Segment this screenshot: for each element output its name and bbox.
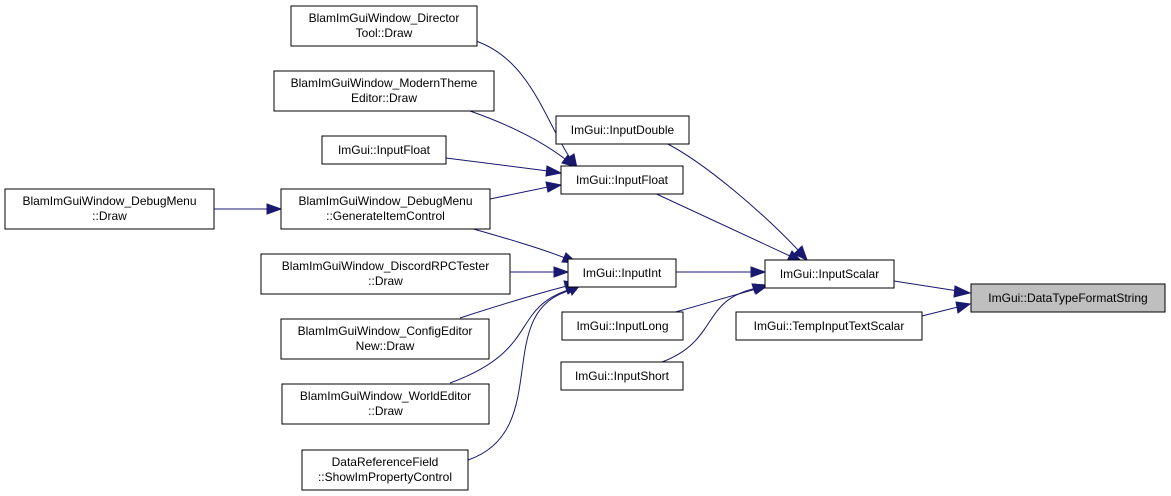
- node-debugmenu-generate-item-control[interactable]: BlamImGuiWindow_DebugMenu ::GenerateItem…: [280, 188, 491, 230]
- node-label: ImGui::InputFloat: [576, 173, 669, 187]
- node-label: BlamImGuiWindow_DiscordRPCTester: [282, 259, 489, 273]
- edge-input-float-to-input-scalar: [649, 190, 804, 263]
- node-label: BlamImGuiWindow_DebugMenu: [22, 194, 196, 208]
- edge-generate-item-control-to-input-float: [489, 181, 563, 200]
- node-label: ::GenerateItemControl: [326, 209, 445, 223]
- node-discord-rpc-tester-draw[interactable]: BlamImGuiWindow_DiscordRPCTester ::Draw: [260, 253, 511, 295]
- node-label: ImGui::InputInt: [583, 266, 662, 280]
- node-label: ::Draw: [92, 209, 127, 223]
- node-world-editor-draw[interactable]: BlamImGuiWindow_WorldEditor ::Draw: [281, 383, 490, 425]
- node-label: ImGui::InputShort: [575, 369, 670, 383]
- node-label: ::Draw: [368, 404, 403, 418]
- edge-input-short-to-input-scalar: [661, 283, 769, 363]
- edge-discord-rpc-tester-to-input-int: [510, 266, 570, 278]
- node-input-float-left[interactable]: ImGui::InputFloat: [321, 135, 447, 165]
- edge-temp-input-text-scalar-to-root: [921, 301, 972, 317]
- node-label: ImGui::InputLong: [576, 319, 668, 333]
- node-modern-theme-editor-draw[interactable]: BlamImGuiWindow_ModernTheme Editor::Draw: [273, 70, 495, 112]
- edge-input-double-to-input-scalar: [661, 140, 808, 261]
- edge-modern-theme-to-input-float: [469, 110, 579, 168]
- node-input-short[interactable]: ImGui::InputShort: [560, 361, 684, 391]
- node-input-float[interactable]: ImGui::InputFloat: [560, 165, 684, 195]
- node-label: BlamImGuiWindow_Director: [309, 11, 460, 25]
- node-label: BlamImGuiWindow_DebugMenu: [298, 194, 472, 208]
- edge-input-float-left-to-input-float: [445, 157, 563, 177]
- node-label: Tool::Draw: [356, 26, 413, 40]
- edge-input-scalar-to-root: [893, 280, 972, 298]
- node-label: ImGui::InputFloat: [338, 143, 431, 157]
- node-temp-input-text-scalar[interactable]: ImGui::TempInputTextScalar: [735, 311, 923, 341]
- node-label: New::Draw: [356, 339, 415, 353]
- edge-input-int-to-input-scalar: [676, 266, 767, 278]
- node-input-long[interactable]: ImGui::InputLong: [561, 311, 684, 341]
- node-input-int[interactable]: ImGui::InputInt: [567, 258, 677, 288]
- edge-debugmenu-draw-to-generate-item-control: [214, 203, 283, 215]
- node-label: ImGui::InputScalar: [780, 267, 879, 281]
- node-label: ImGui::DataTypeFormatString: [988, 291, 1147, 305]
- node-label: ImGui::InputDouble: [571, 123, 675, 137]
- node-label: ::Draw: [368, 274, 403, 288]
- node-director-tool-draw[interactable]: BlamImGuiWindow_Director Tool::Draw: [290, 5, 478, 47]
- node-debugmenu-draw[interactable]: BlamImGuiWindow_DebugMenu ::Draw: [4, 188, 215, 230]
- node-label: BlamImGuiWindow_WorldEditor: [300, 389, 471, 403]
- node-input-scalar[interactable]: ImGui::InputScalar: [764, 259, 895, 289]
- node-label: ImGui::TempInputTextScalar: [754, 319, 905, 333]
- node-label: DataReferenceField: [332, 455, 439, 469]
- node-label: BlamImGuiWindow_ModernTheme: [291, 76, 478, 90]
- node-config-editor-new-draw[interactable]: BlamImGuiWindow_ConfigEditor New::Draw: [280, 318, 490, 360]
- node-data-reference-field-show[interactable]: DataReferenceField ::ShowImPropertyContr…: [301, 449, 469, 491]
- node-input-double[interactable]: ImGui::InputDouble: [555, 115, 690, 145]
- node-label: ::ShowImPropertyControl: [318, 470, 452, 484]
- node-datatype-format-string[interactable]: ImGui::DataTypeFormatString: [970, 283, 1166, 313]
- node-label: BlamImGuiWindow_ConfigEditor: [298, 324, 473, 338]
- node-label: Editor::Draw: [351, 91, 417, 105]
